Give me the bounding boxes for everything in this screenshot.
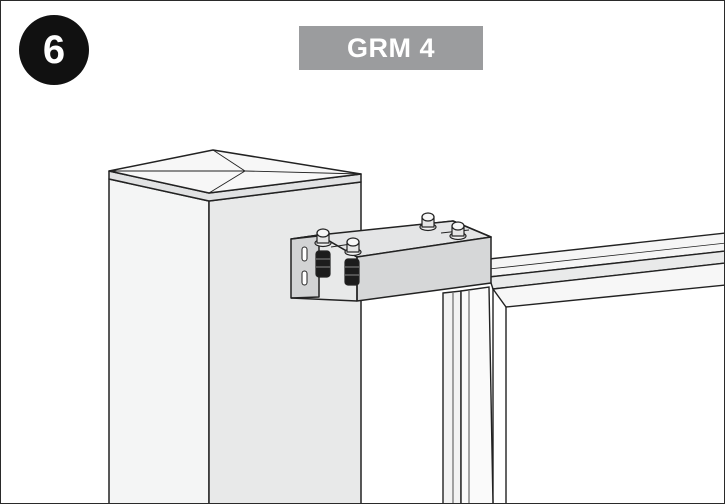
step-number-badge: 6 xyxy=(19,15,89,85)
mounting-bolts xyxy=(314,212,467,286)
bolt xyxy=(314,228,332,278)
bolt xyxy=(449,221,467,241)
motor-bracket xyxy=(290,220,492,302)
bolt xyxy=(344,237,362,286)
step-number: 6 xyxy=(42,27,66,72)
model-label: GRM 4 xyxy=(346,32,435,63)
gate-post xyxy=(108,149,362,503)
gate-frame xyxy=(442,232,724,503)
model-label-box: GRM 4 xyxy=(299,26,483,70)
bolt xyxy=(419,212,437,232)
